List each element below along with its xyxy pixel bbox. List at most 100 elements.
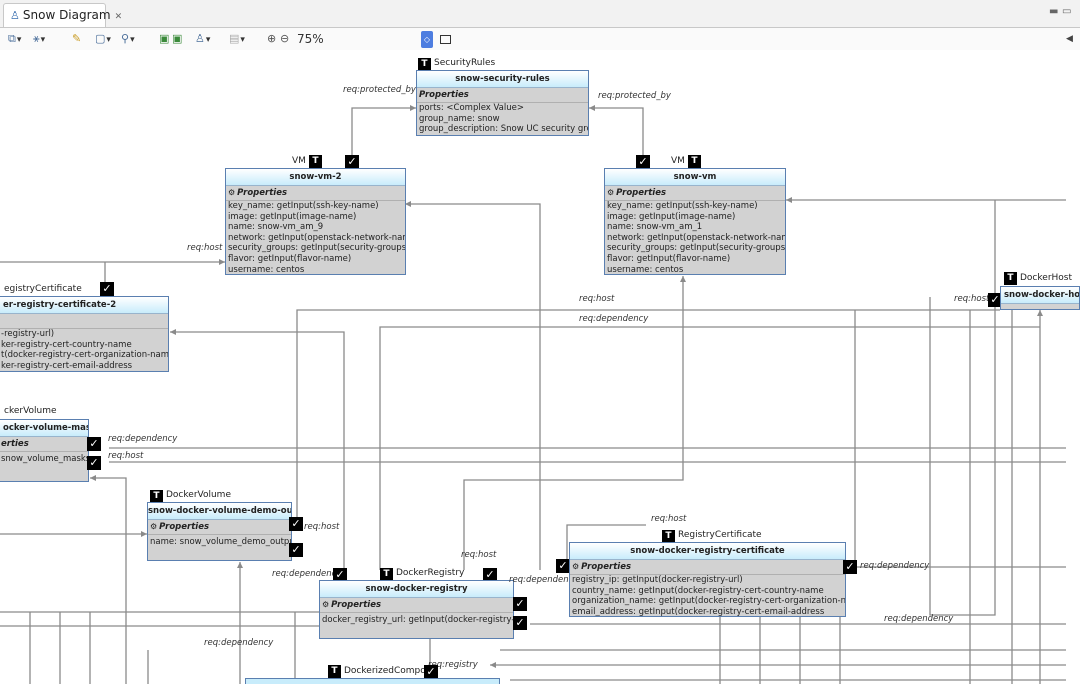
minimize-icon[interactable]: ▬ (1049, 6, 1059, 17)
relation-label: req:host (304, 522, 340, 532)
checkbox-icon[interactable]: ✓ (513, 597, 527, 611)
node-snow-vm[interactable]: snow-vm ⚙Properties key_name: getInput(s… (604, 168, 786, 275)
property-row: security_groups: getInput(security-group… (228, 243, 406, 254)
node-title: snow-vm (605, 169, 785, 186)
selection-toggle-icon[interactable]: ◇ (421, 31, 433, 48)
maximize-icon[interactable]: ▭ (1062, 6, 1072, 17)
diagram-icon: ♙ (10, 9, 20, 22)
node-title: snow-docker-registry-certificate (570, 543, 845, 560)
node-snow-docker-registry-certificate[interactable]: snow-docker-registry-certificate ⚙Proper… (569, 542, 846, 617)
property-row: group_name: snow (419, 113, 500, 124)
properties-header (0, 314, 168, 329)
node-docker-volume-masks[interactable]: ocker-volume-masks erties snow_volume_ma… (0, 419, 89, 482)
property-row: docker_registry_url: getInput(docker-reg… (322, 615, 514, 625)
node-snow-docker-host[interactable]: snow-docker-ho (1000, 286, 1080, 310)
property-row: email_address: getInput(docker-registry-… (572, 606, 825, 617)
property-row: name: snow-vm_am_9 (228, 222, 324, 233)
gear-icon: ⚙ (607, 188, 615, 197)
arrange-icon[interactable]: ⚹ (33, 32, 45, 46)
checkbox-icon[interactable]: ✓ (483, 568, 497, 582)
relation-label: req:protected_by (598, 91, 671, 101)
properties-label: Properties (581, 562, 632, 572)
tab-snow-diagram[interactable]: ♙Snow Diagram✕ (3, 3, 122, 27)
property-row: image: getInput(image-name) (607, 211, 736, 222)
properties-label: Properties (616, 188, 667, 198)
type-label-registry-certificate: RegistryCertificate (678, 530, 762, 540)
checkbox-icon[interactable]: ✓ (87, 437, 101, 451)
type-label-docker-volume: DockerVolume (166, 490, 231, 500)
filter-icon[interactable]: ⚲ (121, 32, 135, 45)
zoom-level[interactable]: 75% (297, 32, 324, 46)
diagram-toolbar: ⧉ ⚹ ✎ ▢ ⚲ ▣ ▣ ♙ ▤ ⊕ ⊖ 75% (0, 28, 1080, 50)
close-icon[interactable]: ✕ (114, 12, 123, 22)
diagram-canvas[interactable]: T SecurityRules snow-security-rules Prop… (0, 50, 1080, 684)
property-row: ports: <Complex Value> (419, 103, 524, 113)
checkbox-icon[interactable]: ✓ (424, 665, 438, 679)
properties-header: ⚙Properties (148, 520, 291, 535)
checkbox-icon[interactable]: ✓ (100, 282, 114, 296)
properties-header: erties (0, 437, 88, 452)
checkbox-icon[interactable]: ✓ (289, 543, 303, 557)
shape-icon[interactable]: ▢ (95, 32, 111, 45)
refresh-icon[interactable]: ✎ (72, 32, 82, 45)
node-title: snow-docker-volume-demo-output (148, 503, 291, 520)
properties-header: Properties (417, 88, 588, 103)
relation-label: req:dependency (884, 614, 954, 624)
node-dockerized-component[interactable] (245, 678, 500, 684)
relation-label: req:dependency (108, 434, 178, 444)
import-icon[interactable]: ▣ (172, 32, 183, 45)
checkbox-icon[interactable]: ✓ (556, 559, 570, 573)
properties-header: ⚙Properties (605, 186, 785, 201)
relation-label: req:host (461, 550, 497, 560)
type-icon: T (328, 665, 341, 678)
property-row: ker-registry-cert-country-name (1, 339, 132, 350)
checkbox-icon[interactable]: ✓ (636, 155, 650, 169)
checkbox-icon[interactable]: ✓ (345, 155, 359, 169)
type-label-registry-certificate: egistryCertificate (4, 284, 82, 294)
zoom-out-icon[interactable]: ⊖ (280, 32, 290, 45)
tab-title: Snow Diagram (22, 8, 111, 22)
node-snow-docker-registry[interactable]: snow-docker-registry ⚙Properties docker_… (319, 580, 514, 639)
relation-label: req:host (579, 294, 615, 304)
collapse-panel-icon[interactable]: ◀ (1066, 34, 1073, 44)
relation-label: req:dependency (860, 561, 930, 571)
checkbox-icon[interactable]: ✓ (289, 517, 303, 531)
relation-label: req:dependency (204, 638, 274, 648)
property-row: network: getInput(openstack-network-name… (228, 232, 406, 243)
properties-label: Properties (237, 188, 288, 198)
type-label-docker-volume: ckerVolume (4, 406, 57, 416)
export-icon[interactable]: ▣ (159, 32, 170, 45)
properties-label: erties (1, 439, 29, 449)
relation-label: req:dependency (272, 569, 342, 579)
node-title: snow-docker-ho (1001, 287, 1079, 304)
node-snow-vm-2[interactable]: snow-vm-2 ⚙Properties key_name: getInput… (225, 168, 406, 275)
node-snow-docker-volume-demo-output[interactable]: snow-docker-volume-demo-output ⚙Properti… (147, 502, 292, 561)
checkbox-icon[interactable]: ✓ (513, 616, 527, 630)
property-row: name: snow-vm_am_1 (607, 222, 703, 233)
node-registry-certificate-2[interactable]: er-registry-certificate-2 -registry-url)… (0, 296, 169, 372)
type-icon: T (309, 155, 322, 168)
select-all-icon[interactable]: ⧉ (8, 32, 21, 46)
gear-icon: ⚙ (228, 188, 236, 197)
property-row: group_description: Snow UC security grou… (419, 124, 589, 135)
type-label-docker-host: DockerHost (1020, 273, 1073, 283)
checkbox-icon[interactable]: ✓ (87, 456, 101, 470)
properties-label: Properties (419, 90, 469, 100)
checkbox-icon[interactable]: ✓ (988, 293, 1002, 307)
layout-icon[interactable]: ♙ (195, 32, 210, 45)
properties-label: Properties (159, 522, 210, 532)
zoom-in-icon[interactable]: ⊕ (267, 32, 277, 45)
node-title: ocker-volume-masks (0, 420, 88, 437)
grid-icon[interactable] (440, 35, 451, 44)
type-icon: T (1004, 272, 1017, 285)
property-row: organization_name: getInput(docker-regis… (572, 596, 846, 607)
type-icon: T (662, 530, 675, 543)
node-snow-security-rules[interactable]: snow-security-rules Properties ports: <C… (416, 70, 589, 136)
checkbox-icon[interactable]: ✓ (843, 560, 857, 574)
checkbox-icon[interactable]: ✓ (333, 568, 347, 582)
node-title: snow-security-rules (417, 71, 588, 88)
node-title: er-registry-certificate-2 (0, 297, 168, 314)
save-icon[interactable]: ▤ (229, 32, 245, 45)
type-icon: T (380, 568, 393, 581)
property-row: country_name: getInput(docker-registry-c… (572, 585, 824, 596)
